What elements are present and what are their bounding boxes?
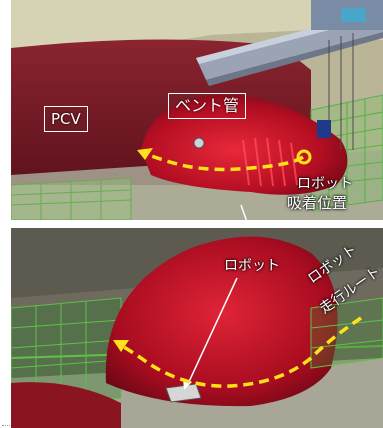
bottom-scene-render	[11, 228, 383, 428]
grating-left	[11, 177, 132, 220]
hanging-cables	[328, 33, 354, 150]
top-scene-render	[11, 0, 383, 220]
pcv-shell-edge	[11, 382, 121, 428]
label-robot-position-line1: ロボット	[297, 176, 353, 192]
bottom-scene-panel: ロボット ロボット 走行ルート	[11, 228, 383, 428]
grating-right	[310, 297, 383, 369]
label-pcv: PCV	[44, 106, 88, 132]
blue-device	[317, 120, 331, 138]
label-robot-position-line2: 吸着位置	[287, 194, 348, 212]
label-robot: ロボット	[224, 258, 280, 274]
vent-pipe-ribs	[242, 137, 298, 187]
connector-line-bottom	[186, 277, 238, 387]
connector-line-top	[240, 204, 248, 220]
vent-pipe	[105, 236, 338, 407]
corner-mark	[2, 422, 10, 426]
robot-marker	[193, 137, 205, 149]
steel-girder	[196, 0, 383, 86]
top-scene-panel: PCV ベント管 ロボット 吸着位置	[11, 0, 383, 220]
route-arrow-top	[137, 148, 312, 172]
label-vent-pipe: ベント管	[168, 93, 247, 119]
route-arrow-bottom	[113, 316, 362, 388]
